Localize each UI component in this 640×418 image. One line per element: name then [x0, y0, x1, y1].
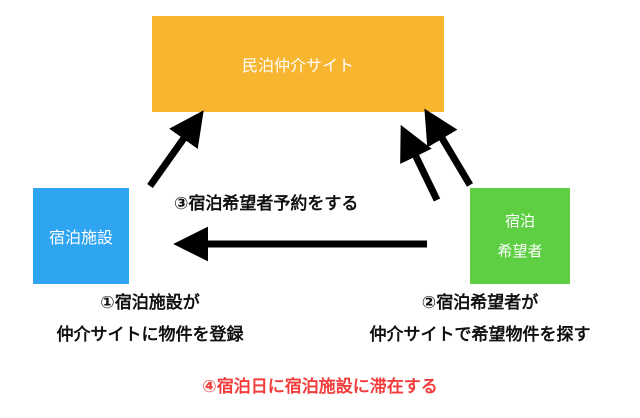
- step1-label-line1: ①宿泊施設が: [100, 293, 200, 313]
- step4-label: ④宿泊日に宿泊施設に滞在する: [202, 377, 438, 397]
- guest-node: 宿泊 希望者: [470, 188, 570, 284]
- arrow-guest-to-site-right: [424, 108, 474, 187]
- arrow-guest-to-site-left: [400, 124, 441, 202]
- facility-label: 宿泊施設: [48, 228, 113, 247]
- booking-site-label: 民泊仲介サイト: [241, 56, 354, 75]
- step3-label: ③宿泊希望者予約をする: [174, 194, 359, 214]
- step2-label-line2: 仲介サイトで希望物件を探す: [369, 325, 591, 345]
- guest-label-line1: 宿泊: [504, 212, 535, 230]
- step2-label-line1: ②宿泊希望者が: [421, 293, 539, 313]
- step1-label-line2: 仲介サイトに物件を登録: [56, 325, 244, 345]
- arrow-facility-to-site: [147, 110, 204, 189]
- guest-label-line2: 希望者: [497, 242, 543, 260]
- facility-node: 宿泊施設: [33, 188, 129, 284]
- booking-site-node: 民泊仲介サイト: [152, 16, 444, 112]
